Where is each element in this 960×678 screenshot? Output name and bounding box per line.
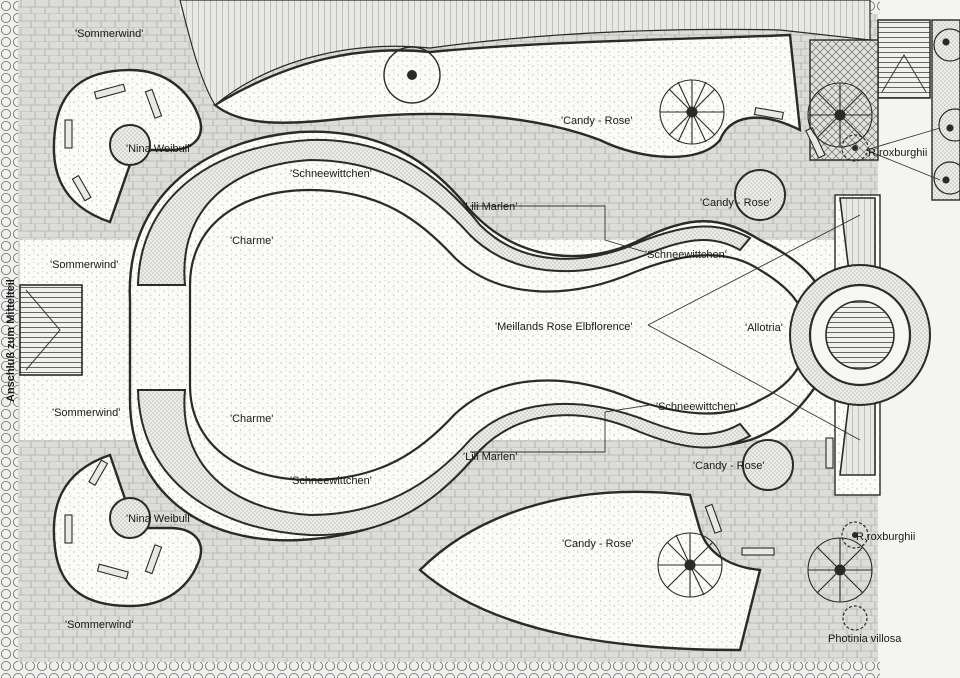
tree-candy-bottom <box>657 532 723 598</box>
label-anschluss-vertical: Anschluß zum Mittelteil <box>5 279 17 402</box>
label-roxburghii-top: R.roxburghii <box>868 147 927 159</box>
label-roxburghii-bottom: R.roxburghii <box>856 531 915 543</box>
label-schneewittchen-4: 'Schneewittchen' <box>656 401 738 413</box>
tree-top-right <box>807 82 873 148</box>
label-sommerwind-2: 'Sommerwind' <box>50 259 118 271</box>
label-photinia: Photinia villosa <box>828 633 902 645</box>
cross-hatch-plot <box>809 39 879 161</box>
shrub-roxburghii-bottom <box>841 521 869 549</box>
label-schneewittchen-2: 'Schneewittchen' <box>645 249 727 261</box>
lower-candy-rose-bed <box>418 490 762 652</box>
label-nina-weibull-bottom: 'Nina Weibull' <box>126 513 192 525</box>
label-charme-2: 'Charme' <box>230 413 273 425</box>
label-sommerwind-4: 'Sommerwind' <box>65 619 133 631</box>
left-stair-arrow <box>25 289 61 371</box>
label-allotria: 'Allotria' <box>745 322 783 334</box>
label-schneewittchen-1: 'Schneewittchen' <box>290 168 372 180</box>
label-lili-marlen-2: 'Lili Marlen' <box>463 451 517 463</box>
upper-left-round-bed <box>109 124 151 166</box>
shrub-photinia <box>842 605 868 631</box>
tree-top-center <box>383 46 441 104</box>
label-candy-rose-4: 'Candy - Rose' <box>562 538 633 550</box>
upper-candy-rose-bed <box>212 33 802 159</box>
upper-ring-bed <box>136 138 752 286</box>
shrub-roxburghii-top <box>841 134 869 162</box>
right-planting-strip <box>931 19 960 201</box>
leader-lines <box>470 127 941 453</box>
label-charme-1: 'Charme' <box>230 235 273 247</box>
tree-candy-top <box>659 79 725 145</box>
label-candy-rose-2: 'Candy - Rose' <box>700 197 771 209</box>
label-sommerwind-1: 'Sommerwind' <box>75 28 143 40</box>
bottom-cobble-border <box>18 662 880 678</box>
tree-bottom-right <box>807 537 873 603</box>
plant-labels: 'Sommerwind' 'Nina Weibull' 'Sommerwind'… <box>5 28 927 645</box>
label-schneewittchen-3: 'Schneewittchen' <box>290 475 372 487</box>
candy-rose-circle-bottom <box>742 439 794 491</box>
candy-rose-circle-top <box>734 169 786 221</box>
label-candy-rose-3: 'Candy - Rose' <box>693 460 764 472</box>
stair-arrow <box>881 54 927 93</box>
label-candy-rose-1: 'Candy - Rose' <box>561 115 632 127</box>
label-sommerwind-3: 'Sommerwind' <box>52 407 120 419</box>
label-lili-marlen-1: 'Lili Marlen' <box>463 201 517 213</box>
terrace-dash-beds <box>64 83 163 580</box>
left-stair <box>19 284 83 376</box>
label-meillands: 'Meillands Rose Elbflorence' <box>495 321 633 333</box>
right-dash-beds <box>704 106 834 556</box>
left-cobble-column <box>0 0 18 678</box>
lower-ring-bed <box>136 389 752 537</box>
label-nina-weibull-top: 'Nina Weibull' <box>126 143 192 155</box>
allotria-deck <box>825 300 895 370</box>
lower-left-round-bed <box>109 497 151 539</box>
top-hatched-strip <box>179 0 871 106</box>
